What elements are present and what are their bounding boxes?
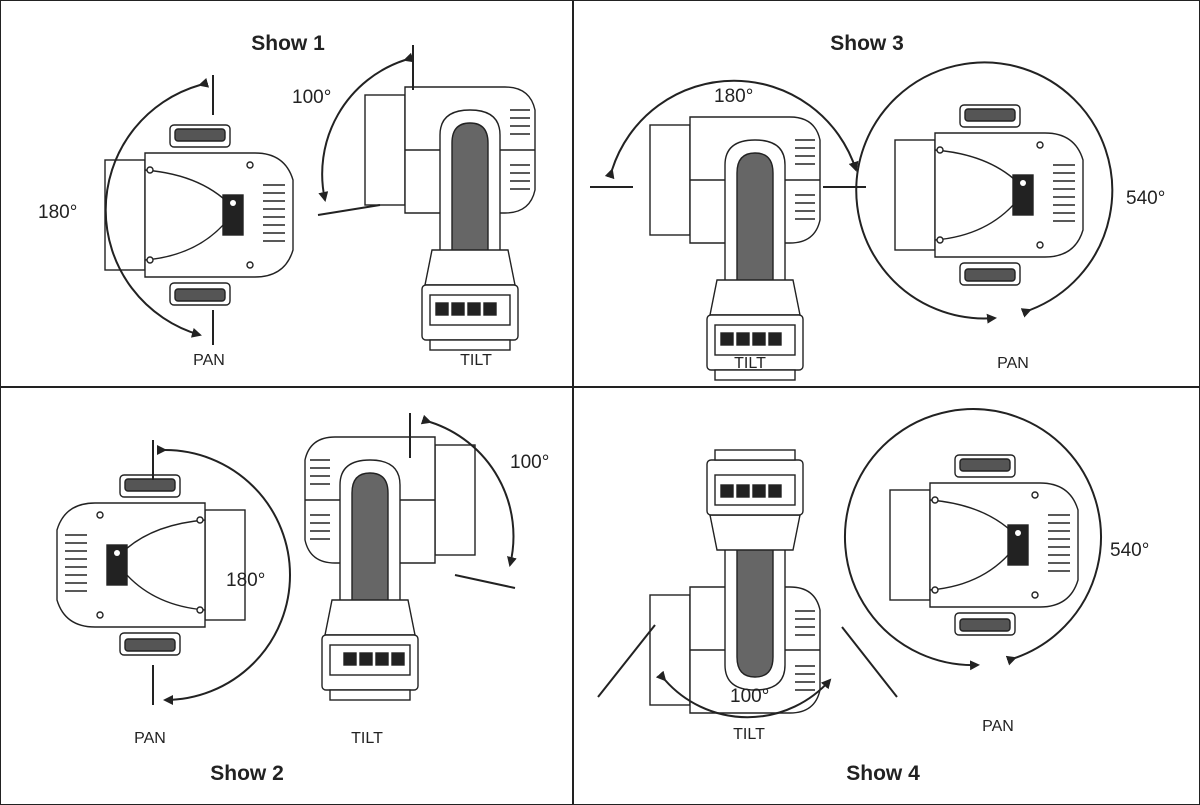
show1-tilt-label: TILT (460, 352, 492, 369)
show3-pan-label: PAN (997, 355, 1029, 372)
show3-pan-fixture (855, 61, 1114, 324)
show2-pan-arc (156, 444, 291, 705)
show-4-title: Show 4 (846, 762, 920, 785)
show4-pan-fixture (843, 408, 1102, 671)
show4-pan-degrees: 540° (1110, 540, 1150, 561)
show1-pan-fixture (104, 75, 294, 345)
show-1-title: Show 1 (251, 32, 325, 55)
show1-tilt-degrees: 100° (292, 87, 332, 108)
show2-tilt-arc (420, 414, 517, 567)
show-2-title: Show 2 (210, 762, 284, 785)
show4-tilt-ref-left (597, 624, 656, 698)
show2-pan-label: PAN (134, 730, 166, 747)
show1-pan-degrees: 180° (38, 202, 78, 223)
show2-tilt-label: TILT (351, 730, 383, 747)
show3-tilt-label: TILT (734, 355, 766, 372)
show4-pan-arc (843, 408, 1102, 671)
show2-tilt-fixture (304, 413, 517, 701)
show-3-title: Show 3 (830, 32, 904, 55)
show4-tilt-fixture (597, 449, 898, 719)
show3-tilt-degrees: 180° (714, 86, 754, 107)
show1-tilt-fixture (317, 45, 536, 351)
show3-tilt-arc (604, 79, 859, 180)
show3-pan-degrees: 540° (1126, 188, 1166, 209)
show1-pan-arc (104, 77, 210, 338)
panel-show-1-frame (0, 0, 574, 388)
show4-pan-label: PAN (982, 718, 1014, 735)
show4-tilt-arc (655, 670, 832, 719)
show3-tilt-fixture (590, 79, 866, 381)
show4-tilt-degrees: 100° (730, 686, 770, 707)
show1-tilt-arc (318, 52, 415, 202)
show3-pan-arc (855, 61, 1114, 324)
show1-tilt-ref-side (317, 204, 381, 216)
show2-tilt-ref-side (454, 574, 516, 589)
show1-pan-label: PAN (193, 352, 225, 369)
show2-pan-degrees: 180° (226, 570, 266, 591)
show2-pan-fixture (56, 440, 291, 705)
show4-tilt-ref-right (841, 626, 898, 698)
show2-tilt-degrees: 100° (510, 452, 550, 473)
show4-tilt-label: TILT (733, 726, 765, 743)
